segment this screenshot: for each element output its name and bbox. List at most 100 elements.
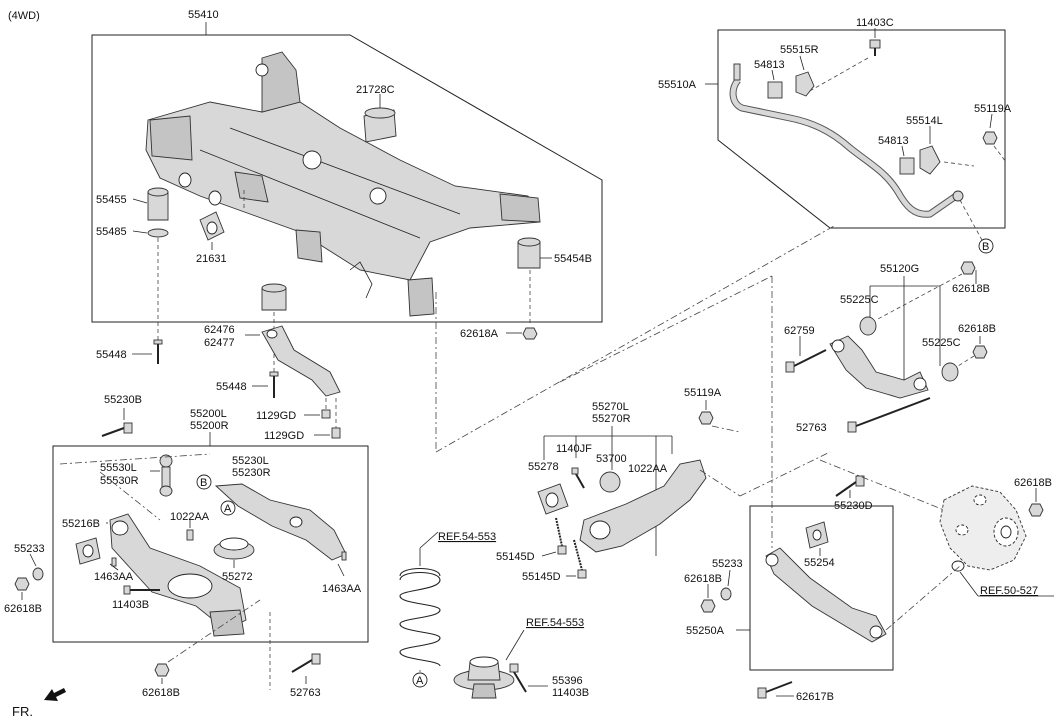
bushing-21631 (199, 211, 225, 241)
bolt-11403C (869, 39, 881, 56)
shock-absorber-mount-55396 (453, 656, 515, 699)
part-label-62618A: 62618A (460, 328, 499, 340)
trailing-arm-group: 55270L 55270R 1140JF 53700 1022AA 55278 (496, 387, 831, 583)
bolt-1129GD-b (331, 398, 341, 439)
part-label-62617B: 62617B (796, 691, 834, 703)
part-label-1129GD-b: 1129GD (264, 430, 304, 442)
part-label-55455: 55455 (96, 194, 127, 206)
subframe-group-frame (91, 34, 603, 323)
part-label-55120G: 55120G (880, 263, 919, 275)
part-label-55119A-b: 55119A (684, 387, 722, 399)
part-label-52763-b: 52763 (796, 422, 827, 434)
bolt-1129GD-a (321, 398, 331, 419)
part-label-54813-a: 54813 (754, 59, 785, 71)
part-label-1022AA-b: 1022AA (628, 463, 668, 475)
part-label-55410: 55410 (188, 9, 219, 21)
part-label-55230L: 55230L (232, 455, 269, 467)
stabilizer-bar-55510A (729, 63, 964, 218)
part-label-55530R: 55530R (100, 475, 139, 487)
part-label-55515R: 55515R (780, 44, 819, 56)
part-label-55448-b: 55448 (216, 381, 247, 393)
nut-62618B-a (14, 577, 30, 591)
part-label-62477: 62477 (204, 337, 235, 349)
bushing-55278 (537, 483, 569, 515)
lower-arm-group: 55200L 55200R 55216B 55530L 55530R B (52, 408, 369, 690)
trailing-arm-55270 (579, 459, 707, 553)
bolt-52763-a (291, 653, 321, 673)
part-label-62618B-a: 62618B (4, 603, 42, 615)
part-label-55145D-b: 55145D (522, 571, 561, 583)
part-label-55254: 55254 (804, 557, 835, 569)
washer-55233-b (720, 587, 732, 601)
part-label-53700: 53700 (596, 453, 627, 465)
nut-62618B-d (972, 345, 988, 359)
bolt-55145D-b (573, 539, 587, 579)
part-label-62618B-b: 62618B (142, 687, 180, 699)
part-label-55530L: 55530L (100, 462, 137, 474)
bolt-1140JF (571, 467, 585, 489)
part-label-55225C-b: 55225C (922, 337, 961, 349)
part-label-55225C-a: 55225C (840, 294, 879, 306)
bolt-55448-left (153, 339, 163, 364)
lower-link-group-frame (749, 505, 894, 671)
front-direction-indicator: FR. (12, 688, 66, 719)
spring-pad-55272 (213, 537, 255, 560)
clamp-55514L (919, 145, 941, 175)
spring-reference-label: REF.54-553 (438, 531, 496, 543)
front-label: FR. (12, 704, 33, 719)
reference-marker-a-lower-label: A (224, 503, 232, 515)
bolt-11403B-a (123, 585, 160, 595)
nut-62618A (522, 327, 538, 340)
rear-subframe-crossmember (145, 51, 541, 317)
part-label-1022AA-a: 1022AA (170, 511, 210, 523)
bushing-55455 (147, 187, 169, 221)
reference-marker-b-lower-label: B (200, 477, 207, 489)
part-label-54813-b: 54813 (878, 135, 909, 147)
part-label-55233-a: 55233 (14, 543, 45, 555)
bushing-55225C-b (941, 362, 959, 382)
nut-62618B-f (700, 599, 716, 613)
bolt-55230D (835, 475, 865, 497)
reference-marker-b-stabilizer (978, 238, 994, 254)
part-label-52763-a: 52763 (290, 687, 321, 699)
part-label-55250A: 55250A (686, 625, 725, 637)
bushing-55254 (805, 521, 829, 549)
part-label-55278: 55278 (528, 461, 559, 473)
bracket-62476 (261, 325, 341, 397)
bushing-53700 (599, 471, 621, 493)
coil-spring (399, 567, 441, 667)
reference-marker-a-spring (412, 672, 428, 688)
part-label-1463AA-b: 1463AA (322, 583, 362, 595)
pin-1463AA-b (341, 551, 347, 561)
mount-reference-label: REF.54-553 (526, 617, 584, 629)
part-label-55145D-a: 55145D (496, 551, 535, 563)
part-label-55272: 55272 (222, 571, 253, 583)
bolt-55448-mid (269, 371, 279, 398)
lower-link-group: 55250A 55254 (686, 505, 961, 671)
part-label-55485: 55485 (96, 226, 127, 238)
stabilizer-link-55530 (159, 454, 173, 497)
part-label-11403C: 11403C (856, 17, 894, 29)
bushing-55216B (75, 537, 101, 565)
upper-control-arm-55120G (829, 335, 929, 399)
front-arrow-icon (44, 688, 66, 701)
bolt-62617B (757, 681, 793, 699)
part-label-11403B-a: 11403B (112, 599, 149, 611)
subframe-group: 55410 21728C (91, 9, 603, 378)
part-label-21728C: 21728C (356, 84, 395, 96)
part-label-55200R: 55200R (190, 420, 229, 432)
part-label-62618B-d: 62618B (958, 323, 996, 335)
lower-link-arm-55250A (765, 547, 887, 643)
bolt-1022AA-a (186, 529, 194, 541)
part-label-55233-b: 55233 (712, 558, 743, 570)
part-label-62759: 62759 (784, 325, 815, 337)
part-label-62618B-c: 62618B (952, 283, 990, 295)
part-label-55510A: 55510A (658, 79, 697, 91)
nut-62618B-e (1028, 503, 1044, 517)
part-label-55454B: 55454B (554, 253, 592, 265)
reference-marker-a-lower (220, 500, 236, 516)
bushing-55225C-a (859, 316, 877, 336)
part-label-62476: 62476 (204, 324, 235, 336)
washer-55233-a (32, 567, 44, 581)
